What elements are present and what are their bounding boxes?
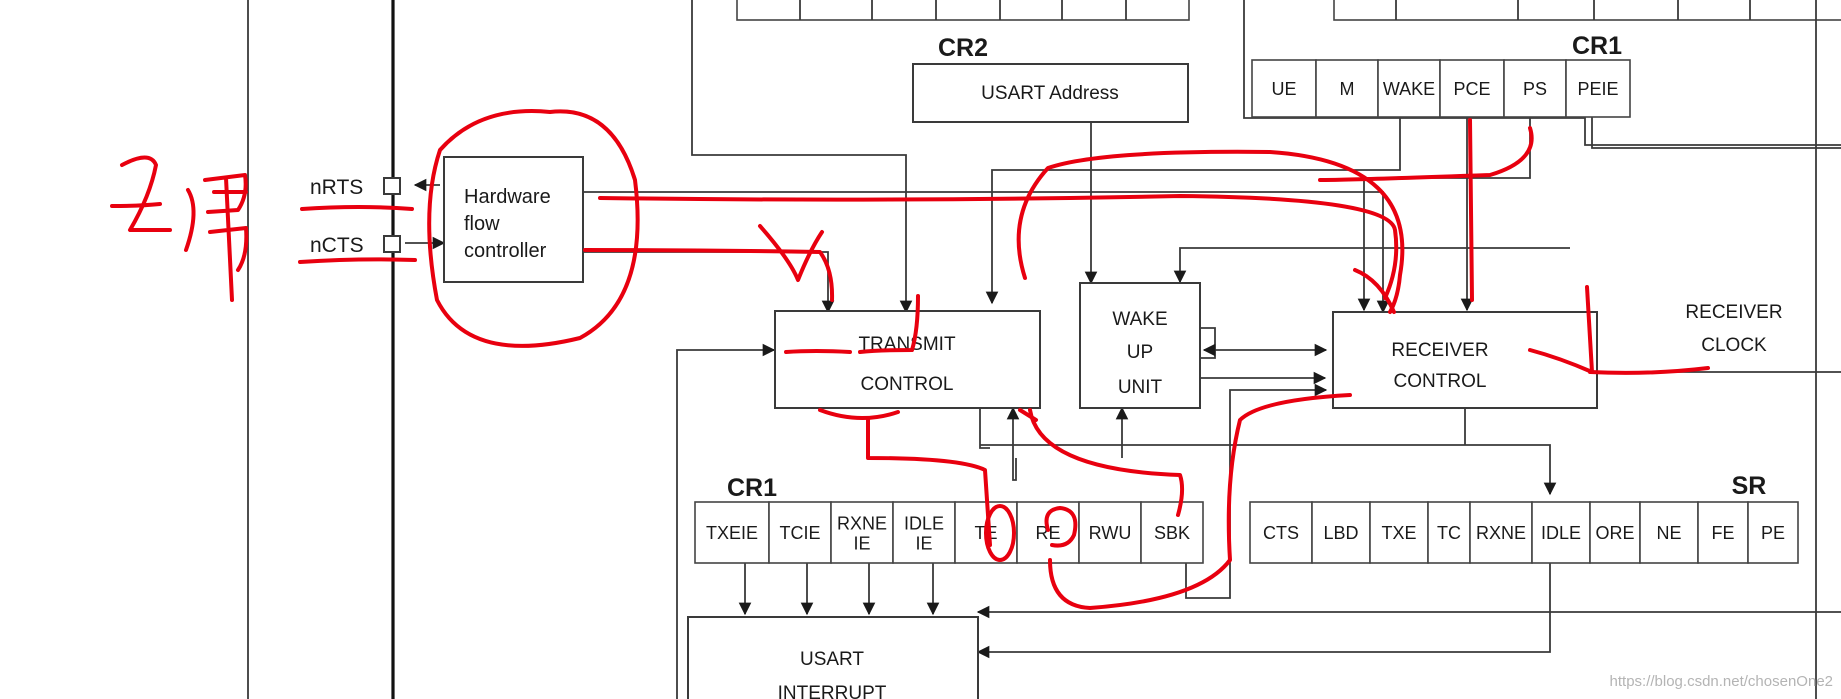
sr-bit-label: LBD (1323, 523, 1358, 543)
cr1-top-bit-label: PEIE (1577, 79, 1618, 99)
sr-bit-label: RXNE (1476, 523, 1526, 543)
cr1-bottom-bit-label: RWU (1089, 523, 1132, 543)
cr1-bottom-cell-7 (1140, 501, 1204, 564)
cr1-bottom-bit-label: TCIE (779, 523, 820, 543)
wake-line3: UNIT (1118, 377, 1163, 398)
sr-cell-4 (1469, 501, 1533, 564)
cr1-bottom-bit-label: RXNE (837, 514, 887, 534)
cr1-top-cell-3 (1439, 59, 1505, 118)
cr1-top-bit-label: WAKE (1383, 79, 1435, 99)
ncts-pin (383, 235, 401, 253)
cr1-bottom-bit-label-line2: IE (853, 534, 870, 554)
wake-line2: UP (1127, 342, 1153, 363)
cr1-top-cell-5 (1565, 59, 1631, 118)
cr1-bottom-bit-label: TXEIE (706, 523, 758, 543)
ncts-label: nCTS (310, 234, 364, 257)
receiver-control-box (1332, 311, 1598, 409)
receiver-line2: CONTROL (1394, 371, 1487, 392)
sr-bit-label: ORE (1595, 523, 1634, 543)
watermark-text: https://blog.csdn.net/chosenOne2 (1610, 673, 1833, 690)
interrupt-line2: INTERRUPT (778, 683, 887, 699)
sr-cell-0 (1249, 501, 1313, 564)
cr1-top-register: UE M WAKE PCE PS PEIE (1251, 59, 1631, 118)
cr1-top-bit-label: M (1340, 79, 1355, 99)
nrts-label: nRTS (310, 176, 363, 199)
sr-bit-label: IDLE (1541, 523, 1581, 543)
usart-interrupt-box (687, 616, 979, 699)
top-partial-register-left (736, 0, 1190, 21)
sr-cell-6 (1589, 501, 1641, 564)
transmit-control-box (774, 310, 1041, 409)
cr1-bottom-cell-3 (892, 501, 956, 564)
nrts-pin (383, 177, 401, 195)
sr-cell-8 (1697, 501, 1749, 564)
cr1-bottom-cell-1 (768, 501, 832, 564)
receiver-line1: RECEIVER (1391, 340, 1488, 361)
sr-bit-label: NE (1656, 523, 1681, 543)
cr1-top-cell-0 (1251, 59, 1317, 118)
cr1-bottom-bit-label: IDLE (904, 514, 944, 534)
sr-cell-5 (1531, 501, 1591, 564)
sr-cell-2 (1369, 501, 1429, 564)
cr2-heading: CR2 (938, 34, 988, 62)
sr-register: CTS LBD TXE TC RXNE IDLE ORE NE FE PE (1249, 501, 1799, 564)
wake-line1: WAKE (1112, 309, 1167, 330)
sr-bit-label: TC (1437, 523, 1461, 543)
cr1-top-heading: CR1 (1572, 32, 1622, 60)
cr1-bottom-bit-label-line2: IE (915, 534, 932, 554)
cr1-bottom-cell-0 (694, 501, 770, 564)
receiver-clock-line2: CLOCK (1701, 335, 1767, 356)
sr-cell-7 (1639, 501, 1699, 564)
wake-up-unit-box (1079, 282, 1201, 409)
sr-heading: SR (1732, 472, 1767, 500)
cr1-bottom-bit-label: RE (1035, 523, 1060, 543)
sr-cell-9 (1747, 501, 1799, 564)
usart-address-label: USART Address (981, 83, 1119, 104)
usart-address-box (912, 63, 1189, 123)
transmit-line2: CONTROL (861, 374, 954, 395)
cr1-bottom-bit-label: SBK (1154, 523, 1190, 543)
cr1-bottom-cell-6 (1078, 501, 1142, 564)
cr1-bottom-cell-2 (830, 501, 894, 564)
sr-bit-label: TXE (1381, 523, 1416, 543)
sr-bit-label: PE (1761, 523, 1785, 543)
red-handwritten-annotations (110, 109, 1710, 610)
cr1-top-bit-label: PS (1523, 79, 1547, 99)
cr1-top-cell-1 (1315, 59, 1379, 118)
hardware-flow-controller-box (443, 156, 584, 283)
cr1-bottom-heading: CR1 (727, 474, 777, 502)
hw-flow-line1: Hardware (464, 186, 551, 208)
cr1-top-bit-label: PCE (1453, 79, 1490, 99)
sr-bit-label: CTS (1263, 523, 1299, 543)
top-partial-register-right (1333, 0, 1841, 21)
interrupt-line1: USART (800, 649, 864, 670)
receiver-clock-line1: RECEIVER (1685, 302, 1782, 323)
cr1-top-bit-label: UE (1271, 79, 1296, 99)
connection-lines (405, 0, 1841, 699)
hw-flow-line3: controller (464, 240, 547, 262)
sr-bit-label: FE (1711, 523, 1734, 543)
hw-flow-line2: flow (464, 213, 500, 235)
